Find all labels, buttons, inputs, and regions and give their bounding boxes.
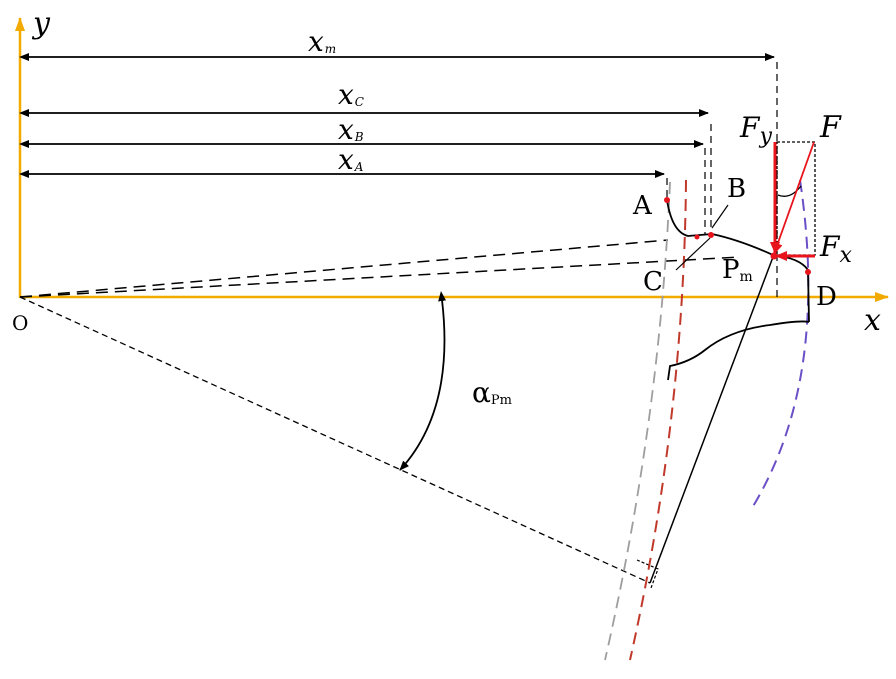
y-axis-label: y (31, 6, 51, 41)
origin-ray-mid (19, 256, 741, 298)
xm-label: xm (308, 25, 336, 58)
point-a (664, 197, 670, 203)
point-c (694, 234, 700, 240)
force-rectangle (776, 141, 816, 256)
fx-label: Fx (819, 230, 852, 268)
xa-label: xA (338, 143, 364, 176)
x-axis-label: x (864, 303, 881, 338)
point-c-label: C (643, 267, 663, 297)
purple-dashed-circle (751, 179, 810, 509)
point-b-label: B (727, 174, 746, 204)
point-a-label: A (632, 191, 653, 221)
tooth-profile-lower (667, 320, 810, 381)
tooth-profile-upper (666, 199, 810, 323)
alpha-angle-arc (399, 291, 447, 471)
b-leader-line (711, 204, 729, 229)
xb-label: xB (338, 113, 364, 146)
fy-label: Fy (739, 111, 772, 149)
point-pm-label: Pm (722, 255, 753, 285)
xc-label: xC (338, 78, 364, 111)
right-angle-marker (636, 559, 659, 589)
point-d-label: D (816, 282, 837, 312)
alpha-label: αPm (472, 376, 512, 409)
point-pm (770, 252, 778, 260)
point-d (805, 269, 811, 275)
origin-ray-upper (19, 239, 669, 298)
f-label: F (819, 110, 842, 145)
origin-ray-lower (19, 296, 651, 584)
c-leader-line (675, 237, 711, 271)
red-dashed-circle (629, 179, 687, 661)
gray-dashed-circle (604, 181, 671, 661)
line-of-action (649, 256, 774, 584)
point-b (708, 232, 714, 238)
origin-label: O (12, 311, 28, 335)
f-arrow (772, 141, 815, 255)
force-angle-arc (777, 185, 802, 197)
